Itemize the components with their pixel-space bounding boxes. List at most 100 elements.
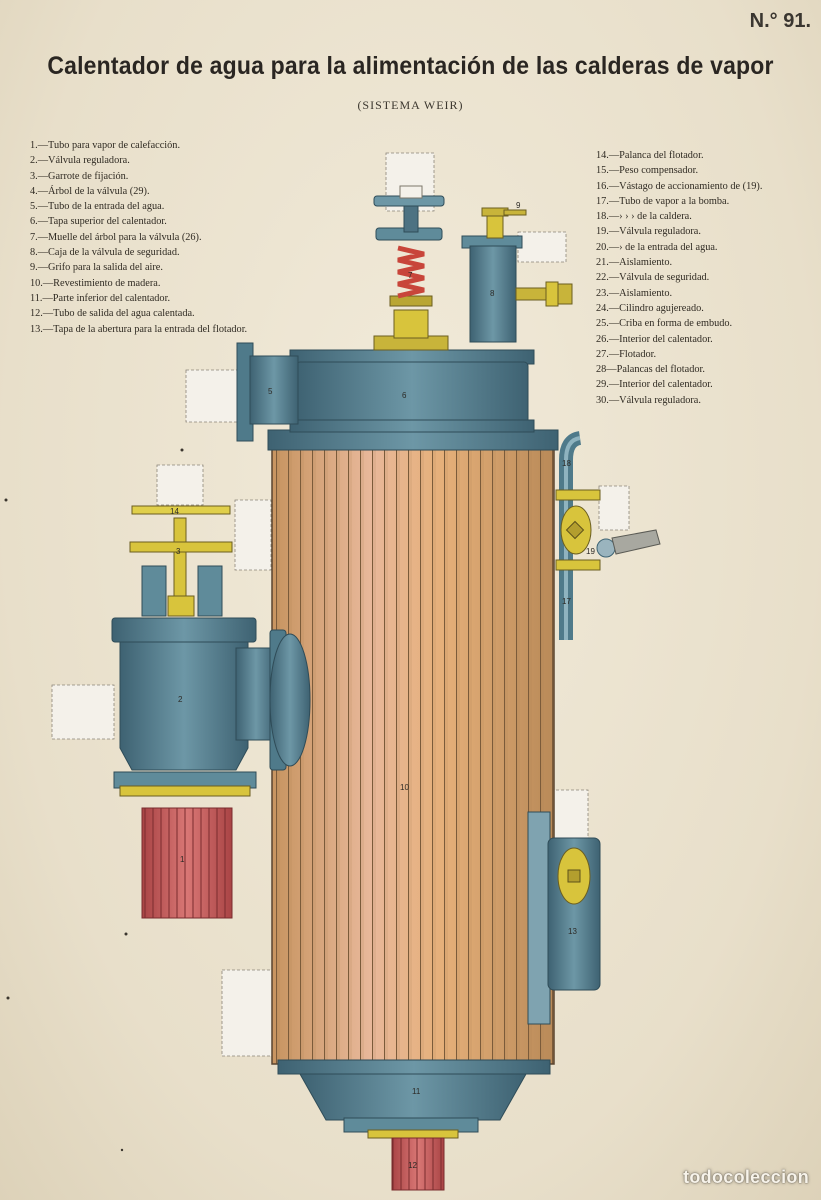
legend-item-number: 5. xyxy=(30,201,38,213)
legend-item-dash: — xyxy=(608,348,620,360)
legend-item-dash: — xyxy=(608,394,620,406)
legend-item-text: Interior del calentador. xyxy=(619,379,713,391)
legend-item-number: 1. xyxy=(30,140,38,151)
legend-item-dash: — xyxy=(42,308,54,320)
legend-item-text: Cilindro agujereado. xyxy=(619,302,704,314)
legend-item: 12.—Tubo de salida del agua calentada. xyxy=(30,306,280,321)
legend-item-dash: — xyxy=(37,216,49,228)
legend-item-number: 13. xyxy=(30,323,43,335)
valve-handwheels xyxy=(129,505,233,617)
part-label-8: 8 xyxy=(490,289,495,298)
legend-item-number: 14. xyxy=(596,150,609,161)
legend-item-number: 7. xyxy=(30,231,38,243)
part-label-5: 5 xyxy=(268,387,273,396)
legend-item-number: 3. xyxy=(30,170,38,182)
legend-item: 17.—Tubo de vapor a la bomba. xyxy=(596,194,811,209)
legend-item: 24.—Cilindro agujereado. xyxy=(596,301,811,316)
legend-item-dash: — xyxy=(608,379,620,391)
legend-item-dash: — xyxy=(608,226,620,238)
legend-item: 20.—› de la entrada del agua. xyxy=(596,240,811,255)
legend-item: 3.—Garrote de fijación. xyxy=(30,169,280,184)
legend-item-number: 24. xyxy=(596,302,609,314)
legend-item: 2.—Válvula reguladora. xyxy=(30,153,280,168)
legend-item-number: 20. xyxy=(596,241,609,253)
top-cover xyxy=(289,349,535,433)
paper-tabs xyxy=(51,152,630,1057)
legend-left: 1.—Tubo para vapor de calefacción.2.—Vál… xyxy=(30,138,280,337)
legend-item-text: Caja de la válvula de seguridad. xyxy=(48,247,180,259)
legend-item-text: Palancas del flotador. xyxy=(616,364,705,376)
plate-subtitle: (SISTEMA WEIR) xyxy=(357,98,464,112)
part-label-7: 7 xyxy=(408,271,413,280)
legend-item-dash: — xyxy=(37,185,49,197)
legend-item-text: Garrote de fijación. xyxy=(48,170,129,182)
float-access-cover xyxy=(527,811,601,1025)
legend-item-number: 10. xyxy=(30,277,43,289)
paper-specks xyxy=(4,448,184,1152)
paper-tab xyxy=(221,969,279,1057)
safety-valve-box xyxy=(461,207,573,343)
legend-item-number: 18. xyxy=(596,211,609,223)
legend-item: 13.—Tapa de la abertura para la entrada … xyxy=(30,322,280,337)
legend-item: 14.—Palanca del flotador. xyxy=(596,148,811,163)
legend-item-text: Tapa de la abertura para la entrada del … xyxy=(53,323,248,335)
part-label-10: 10 xyxy=(400,783,409,792)
legend-item-text: Grifo para la salida del aire. xyxy=(48,262,163,274)
legend-item-dash: — xyxy=(608,165,620,177)
legend-item-text: Interior del calentador. xyxy=(619,333,713,345)
legend-item-dash: — xyxy=(606,364,617,376)
legend-item-text: Peso compensador. xyxy=(619,165,699,177)
legend-item-text: Válvula reguladora. xyxy=(619,394,701,406)
legend-item-text: Parte inferior del calentador. xyxy=(52,292,171,304)
legend-item-dash: — xyxy=(608,272,620,284)
part-label-9: 9 xyxy=(516,201,521,210)
legend-item: 4.—Árbol de la válvula (29). xyxy=(30,184,280,199)
legend-item-dash: — xyxy=(37,262,49,274)
legend-item-dash: — xyxy=(608,195,620,207)
legend-item: 18.—› › › de la caldera. xyxy=(596,209,811,224)
legend-item-text: Tapa superior del calentador. xyxy=(48,216,167,228)
legend-item: 10.—Revestimiento de madera. xyxy=(30,276,280,291)
legend-item: 8.—Caja de la válvula de seguridad. xyxy=(30,245,280,260)
part-label-19: 19 xyxy=(586,547,595,556)
legend-item: 6.—Tapa superior del calentador. xyxy=(30,214,280,229)
legend-item-number: 2. xyxy=(30,155,38,167)
legend-item-text: › › › de la caldera. xyxy=(619,211,692,223)
part-label-12: 12 xyxy=(408,1161,417,1170)
legend-item-text: Palanca del flotador. xyxy=(619,150,704,161)
plate-number: N.° 91. xyxy=(749,10,811,32)
legend-item-text: Árbol de la válvula (29). xyxy=(48,185,150,197)
legend-item-number: 28 xyxy=(596,364,607,376)
outlet-pipe xyxy=(391,1137,445,1191)
legend-item-text: Revestimiento de madera. xyxy=(53,277,161,289)
legend-item-text: Tubo de vapor a la bomba. xyxy=(619,195,730,207)
part-label-6: 6 xyxy=(402,391,407,400)
legend-item-number: 17. xyxy=(596,195,609,207)
legend-item: 22.—Válvula de seguridad. xyxy=(596,270,811,285)
legend-item: 28—Palancas del flotador. xyxy=(596,362,811,377)
legend-item: 21.—Aislamiento. xyxy=(596,255,811,270)
paper-tab xyxy=(598,485,630,531)
legend-item-text: Flotador. xyxy=(619,348,657,360)
legend-item-dash: — xyxy=(608,241,620,253)
legend-item-dash: — xyxy=(608,287,620,299)
legend-item-dash: — xyxy=(42,277,54,289)
legend-item-number: 26. xyxy=(596,333,609,345)
legend-item-dash: — xyxy=(37,247,49,259)
legend-item-dash: — xyxy=(42,292,53,304)
legend-item-number: 30. xyxy=(596,394,609,406)
legend-item: 26.—Interior del calentador. xyxy=(596,332,811,347)
legend-item: 7.—Muelle del árbol para la válvula (26)… xyxy=(30,230,280,245)
legend-item-number: 25. xyxy=(596,318,609,330)
legend-item-number: 12. xyxy=(30,308,43,320)
legend-item-number: 19. xyxy=(596,226,609,238)
heating-steam-pipe xyxy=(141,807,233,919)
legend-item: 27.—Flotador. xyxy=(596,347,811,362)
legend-item-number: 29. xyxy=(596,379,609,391)
legend-item: 25.—Criba en forma de embudo. xyxy=(596,316,811,331)
legend-item-number: 22. xyxy=(596,272,609,284)
legend-item-text: Criba en forma de embudo. xyxy=(619,318,733,330)
legend-item-text: Válvula reguladora. xyxy=(619,226,701,238)
paper-tab xyxy=(517,231,567,263)
